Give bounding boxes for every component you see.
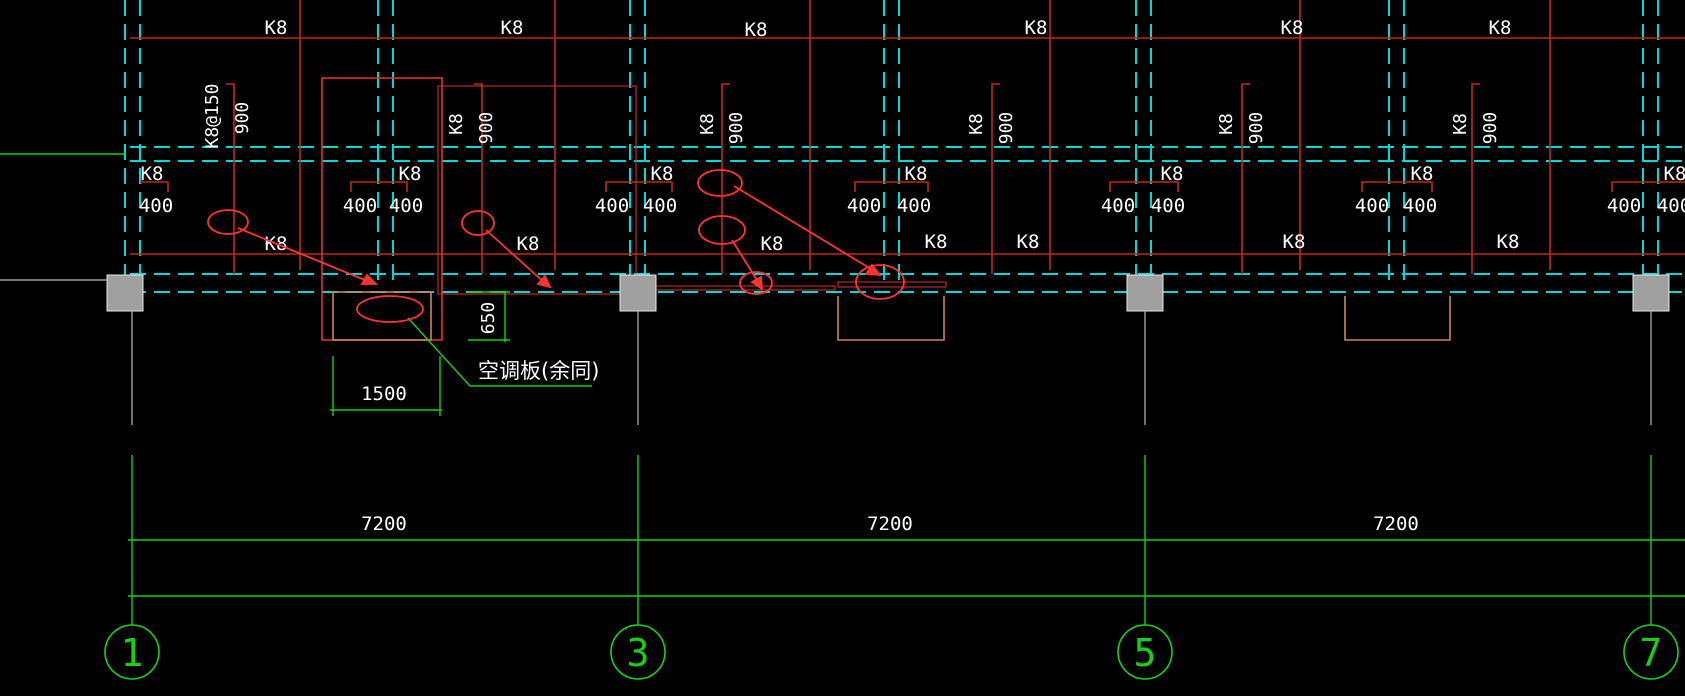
rebar-label: K8	[517, 233, 540, 255]
rebar-label: K8	[745, 19, 768, 41]
segment-label: 400	[1151, 195, 1185, 217]
segment-label: 400	[389, 195, 423, 217]
rebar-length-label: 900	[1246, 112, 1267, 145]
rebar-length-label: 900	[726, 112, 747, 145]
rebar-label: K8	[925, 231, 948, 253]
rebar-label: K8	[1281, 17, 1304, 39]
axis-label-7: 7	[1640, 631, 1663, 675]
axis-label-1: 1	[121, 631, 144, 675]
beam-lines	[124, 0, 1685, 293]
span-dimension-1: 7200	[361, 513, 407, 535]
segment-label: 400	[1101, 195, 1135, 217]
axis-label-5: 5	[1134, 631, 1157, 675]
columns	[106, 274, 1670, 312]
ac-board-depth: 650	[478, 302, 499, 335]
rebar-label: K8	[1161, 163, 1184, 185]
rebar-label: K8	[1450, 113, 1471, 135]
rebar-label: K8	[141, 163, 164, 185]
rebar-label: K8	[1017, 231, 1040, 253]
segment-label: 400	[139, 195, 173, 217]
segment-label: 400	[1657, 195, 1685, 217]
rebar-label: K8	[651, 163, 674, 185]
ac-board-note: 空调板(余同)	[478, 359, 599, 383]
ac-board-width: 1500	[361, 383, 407, 405]
segment-label: 400	[897, 195, 931, 217]
segment-label: 400	[1607, 195, 1641, 217]
rebar-label: K8	[446, 113, 467, 135]
segment-label: 400	[1355, 195, 1389, 217]
rebar-label: K8	[1497, 231, 1520, 253]
rebar-length-label: 900	[996, 112, 1017, 145]
span-dimension-2: 7200	[867, 513, 913, 535]
segment-label: 400	[1403, 195, 1437, 217]
ac-boards	[321, 77, 1451, 341]
rebar-lines	[130, 0, 1685, 274]
segment-label: 400	[595, 195, 629, 217]
review-markup[interactable]	[207, 169, 905, 323]
axis-lines	[0, 153, 1685, 625]
rebar-label: K8	[501, 17, 524, 39]
rebar-label: K8	[265, 17, 288, 39]
rebar-length-label: 900	[1480, 112, 1501, 145]
rebar-label: K8	[1283, 231, 1306, 253]
rebar-label: K8	[1025, 17, 1048, 39]
rebar-spacing-label: K8@150	[202, 83, 223, 148]
axis-bubbles	[104, 624, 1679, 680]
rebar-label: K8	[905, 163, 928, 185]
rebar-length-label: 900	[476, 112, 497, 145]
segment-label: 400	[643, 195, 677, 217]
rebar-label: K8	[1489, 17, 1512, 39]
segment-label: 400	[343, 195, 377, 217]
rebar-label: K8	[1216, 113, 1237, 135]
rebar-label: K8	[761, 233, 784, 255]
column-axis-5	[1126, 274, 1164, 312]
column-axis-7	[1632, 274, 1670, 312]
rebar-label: K8	[399, 163, 422, 185]
segment-label: 400	[847, 195, 881, 217]
span-dimension-3: 7200	[1373, 513, 1419, 535]
rebar-label: K8	[1664, 163, 1685, 185]
rebar-label: K8	[697, 113, 718, 135]
rebar-label: K8	[1411, 163, 1434, 185]
column-axis-3	[619, 274, 657, 312]
rebar-label: K8	[966, 113, 987, 135]
column-axis-1	[106, 274, 144, 312]
axis-label-3: 3	[627, 631, 650, 675]
rebar-length-label: 900	[232, 102, 253, 135]
